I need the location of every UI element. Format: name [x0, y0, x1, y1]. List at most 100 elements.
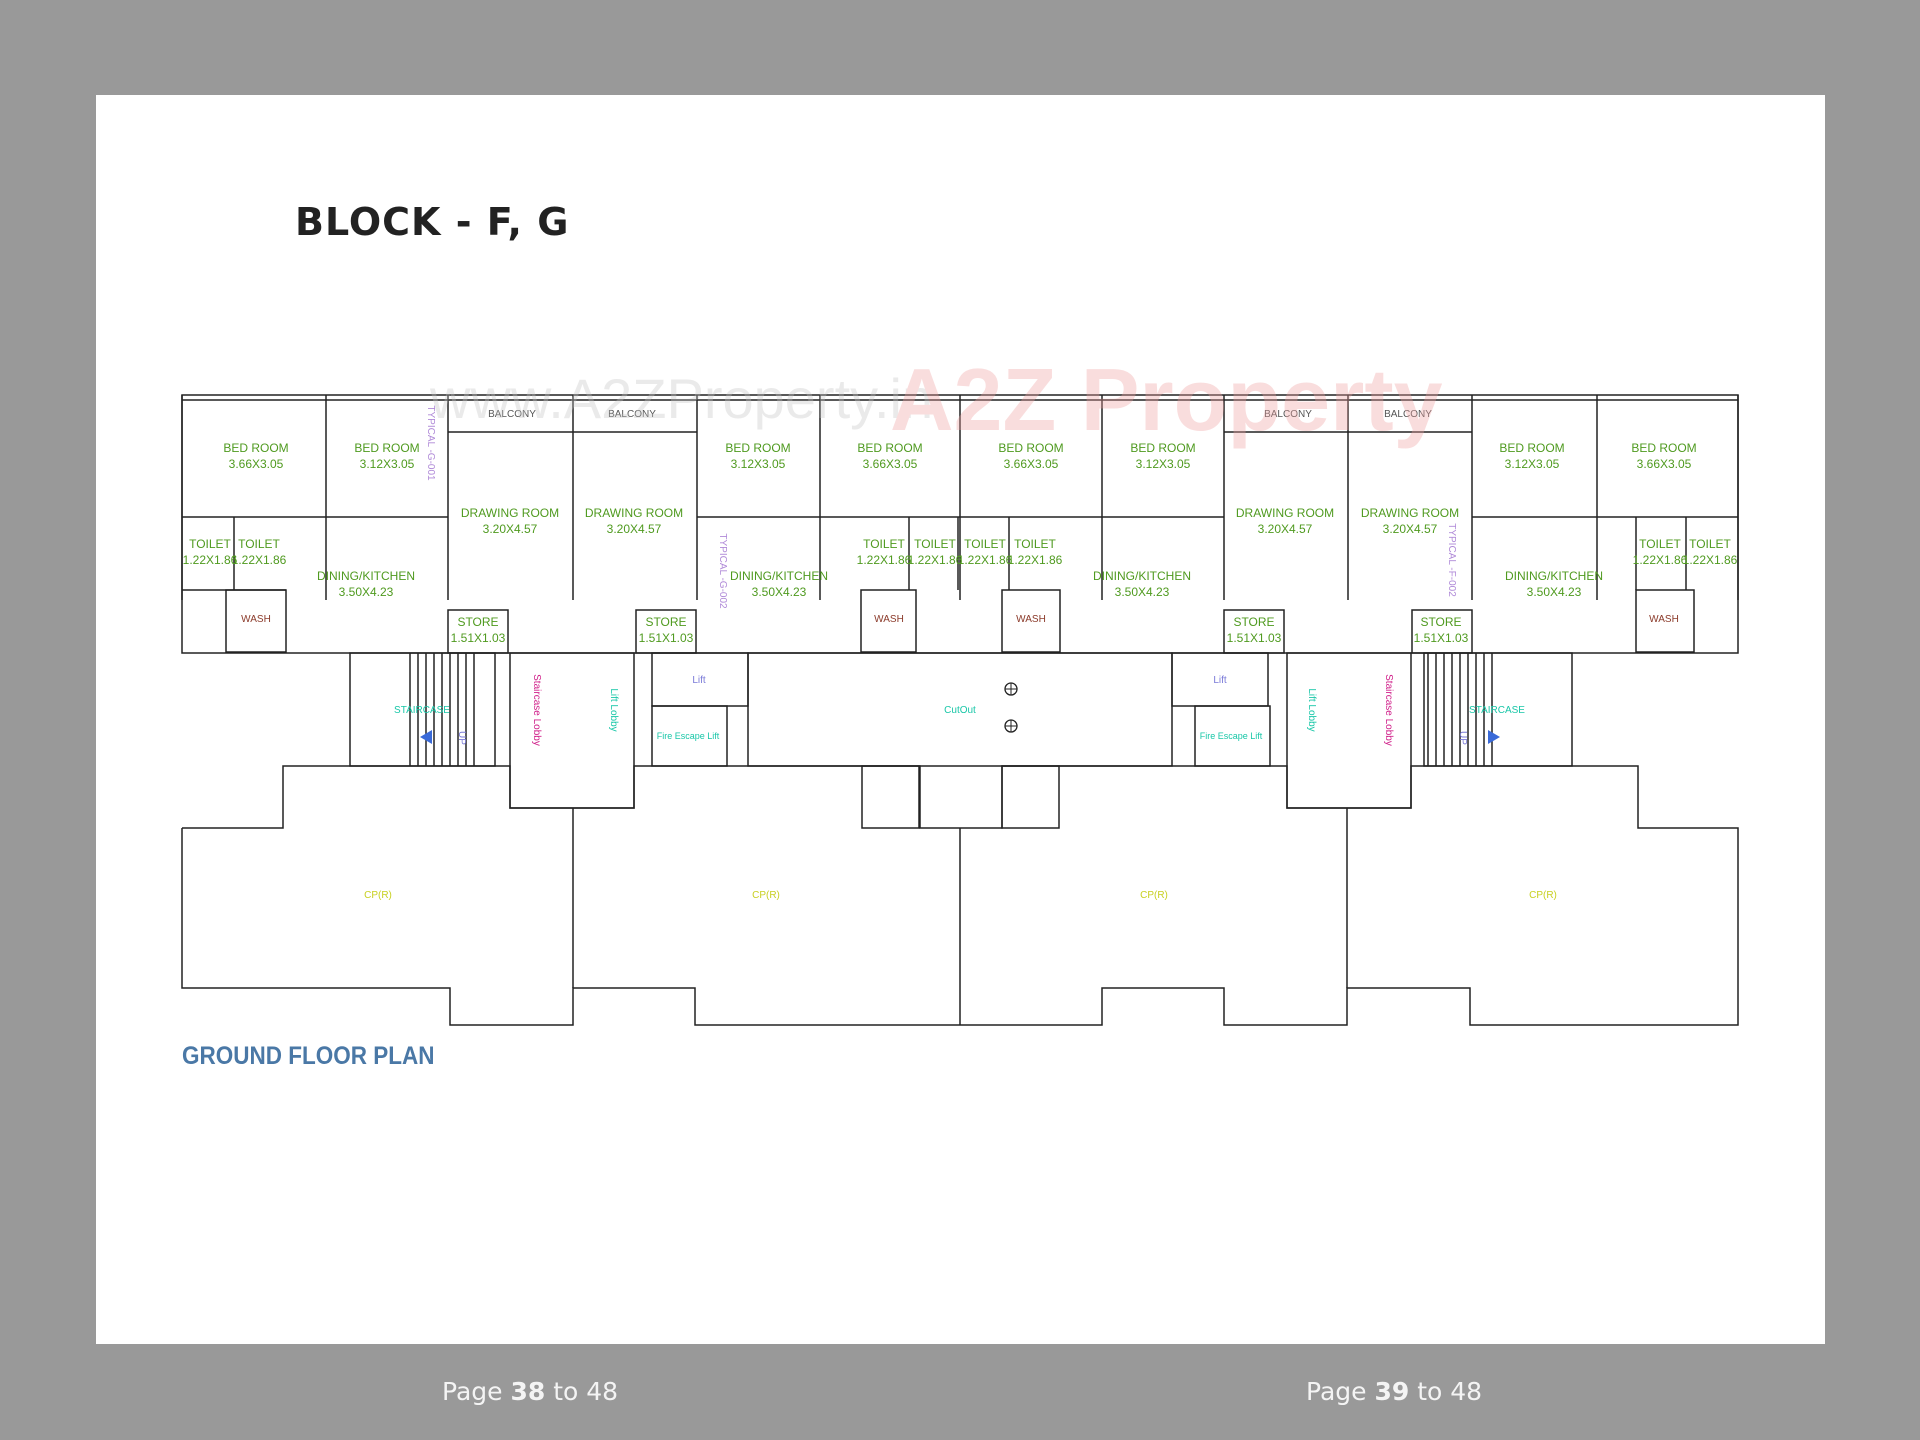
lift-label: Lift	[1213, 675, 1227, 686]
wash-outline	[1635, 589, 1695, 653]
toilet-label: TOILET	[1689, 537, 1731, 551]
wash-label: WASH	[874, 614, 904, 625]
wash-label: WASH	[1649, 614, 1679, 625]
dining-kitchen-label-dimension: 3.50X4.23	[339, 585, 394, 599]
car-parking-outline	[181, 765, 1739, 1026]
watermark-url: www.A2ZProperty.in	[429, 367, 933, 430]
toilet-label: TOILET	[1014, 537, 1056, 551]
plan-caption: GROUND FLOOR PLAN	[182, 1042, 435, 1070]
wash-label: WASH	[1016, 614, 1046, 625]
room-labels: BED ROOM 3.66X3.05 BED ROOM 3.12X3.05 BED RO…	[183, 405, 1738, 901]
toilet-label: TOILET	[964, 537, 1006, 551]
bed-room-label: BED ROOM	[1499, 441, 1564, 455]
drawing-room-label: DRAWING ROOM	[1361, 506, 1459, 520]
staircase-lobby-label: Staircase Lobby	[531, 674, 542, 746]
drawing-room-label-dimension: 3.20X4.57	[483, 522, 538, 536]
bed-room-label: BED ROOM	[223, 441, 288, 455]
store-label: STORE	[1233, 615, 1274, 629]
staircase-lobby-label: Staircase Lobby	[1383, 674, 1394, 746]
balcony-label: BALCONY	[488, 409, 536, 420]
page-prefix: Page	[442, 1377, 503, 1406]
staircase-label: STAIRCASE	[1469, 705, 1525, 716]
dining-kitchen-label: DINING/KITCHEN	[317, 569, 415, 583]
store-label: STORE	[457, 615, 498, 629]
dining-kitchen-label-dimension: 3.50X4.23	[1527, 585, 1582, 599]
balcony-label: BALCONY	[1264, 409, 1312, 420]
plan-sheet	[96, 95, 1825, 1344]
toilet-label: TOILET	[914, 537, 956, 551]
bed-room-label-dimension: 3.66X3.05	[229, 457, 284, 471]
wash-outline	[1001, 589, 1061, 653]
up-label: UP	[456, 731, 467, 745]
duct-outline	[1001, 765, 1060, 829]
car-parking-label: CP(R)	[364, 890, 392, 901]
wash-label: WASH	[241, 614, 271, 625]
toilet-label-dimension: 1.22X1.86	[232, 553, 287, 567]
bed-room-label-dimension: 3.12X3.05	[1505, 457, 1560, 471]
page-number: 38	[510, 1377, 546, 1406]
drawing-room-label-dimension: 3.20X4.57	[1258, 522, 1313, 536]
bed-room-label: BED ROOM	[725, 441, 790, 455]
toilet-label-dimension: 1.22X1.86	[1633, 553, 1688, 567]
toilet-label: TOILET	[1639, 537, 1681, 551]
store-label-dimension: 1.51X1.03	[1227, 631, 1282, 645]
duct-outline	[861, 765, 920, 829]
lift-label: Lift	[692, 675, 706, 686]
bed-room-label-dimension: 3.66X3.05	[863, 457, 918, 471]
bed-room-label: BED ROOM	[857, 441, 922, 455]
store-label: STORE	[1420, 615, 1461, 629]
fire-escape-lift-label: Fire Escape Lift	[1200, 731, 1263, 741]
drawing-room-label: DRAWING ROOM	[461, 506, 559, 520]
sheet-title: BLOCK - F, G	[295, 200, 570, 244]
bed-room-label: BED ROOM	[1130, 441, 1195, 455]
bed-room-label: BED ROOM	[354, 441, 419, 455]
lift-lobby-label: Lift Lobby	[608, 688, 619, 731]
bed-room-label: BED ROOM	[998, 441, 1063, 455]
toilet-label: TOILET	[863, 537, 905, 551]
watermark-brand: A2Z Property	[890, 350, 1443, 449]
page-prefix: Page	[1306, 1377, 1367, 1406]
drawing-room-label-dimension: 3.20X4.57	[607, 522, 662, 536]
page-suffix: to 48	[553, 1377, 619, 1406]
lift-lobby-label: Lift Lobby	[1306, 688, 1317, 731]
page-number: 39	[1374, 1377, 1410, 1406]
toilet-label-dimension: 1.22X1.86	[1008, 553, 1063, 567]
store-label-dimension: 1.51X1.03	[451, 631, 506, 645]
store-label: STORE	[645, 615, 686, 629]
staircase-label: STAIRCASE	[394, 705, 450, 716]
dining-kitchen-label: DINING/KITCHEN	[730, 569, 828, 583]
fire-escape-lift-label: Fire Escape Lift	[657, 731, 720, 741]
bed-room-label: BED ROOM	[1631, 441, 1696, 455]
up-label: UP	[1457, 731, 1468, 745]
cutout-label: CutOut	[944, 705, 976, 716]
wall-lines	[181, 394, 1739, 1026]
wash-outline	[860, 589, 917, 653]
bed-room-label-dimension: 3.12X3.05	[360, 457, 415, 471]
bed-room-label-dimension: 3.12X3.05	[1136, 457, 1191, 471]
car-parking-label: CP(R)	[1140, 890, 1168, 901]
toilet-label-dimension: 1.22X1.86	[958, 553, 1013, 567]
page-suffix: to 48	[1417, 1377, 1483, 1406]
balcony-label: BALCONY	[1384, 409, 1432, 420]
toilet-label-dimension: 1.22X1.86	[1683, 553, 1738, 567]
toilet-label-dimension: 1.22X1.86	[857, 553, 912, 567]
dining-kitchen-label: DINING/KITCHEN	[1505, 569, 1603, 583]
page-indicator-left: Page 38 to 48	[442, 1377, 618, 1406]
typical-unit-label: TYPICAL -F-002	[1446, 523, 1457, 597]
bed-room-label-dimension: 3.66X3.05	[1004, 457, 1059, 471]
plan-markers	[420, 682, 1500, 744]
drawing-room-label: DRAWING ROOM	[585, 506, 683, 520]
up-arrow-icon	[1488, 730, 1500, 744]
drawing-room-label: DRAWING ROOM	[1236, 506, 1334, 520]
toilet-label: TOILET	[238, 537, 280, 551]
wash-outline	[225, 589, 287, 653]
toilet-label: TOILET	[189, 537, 231, 551]
toilet-label-dimension: 1.22X1.86	[183, 553, 238, 567]
toilet-label-dimension: 1.22X1.86	[908, 553, 963, 567]
dining-kitchen-label-dimension: 3.50X4.23	[1115, 585, 1170, 599]
store-label-dimension: 1.51X1.03	[639, 631, 694, 645]
car-parking-label: CP(R)	[752, 890, 780, 901]
page-indicator-right: Page 39 to 48	[1306, 1377, 1482, 1406]
